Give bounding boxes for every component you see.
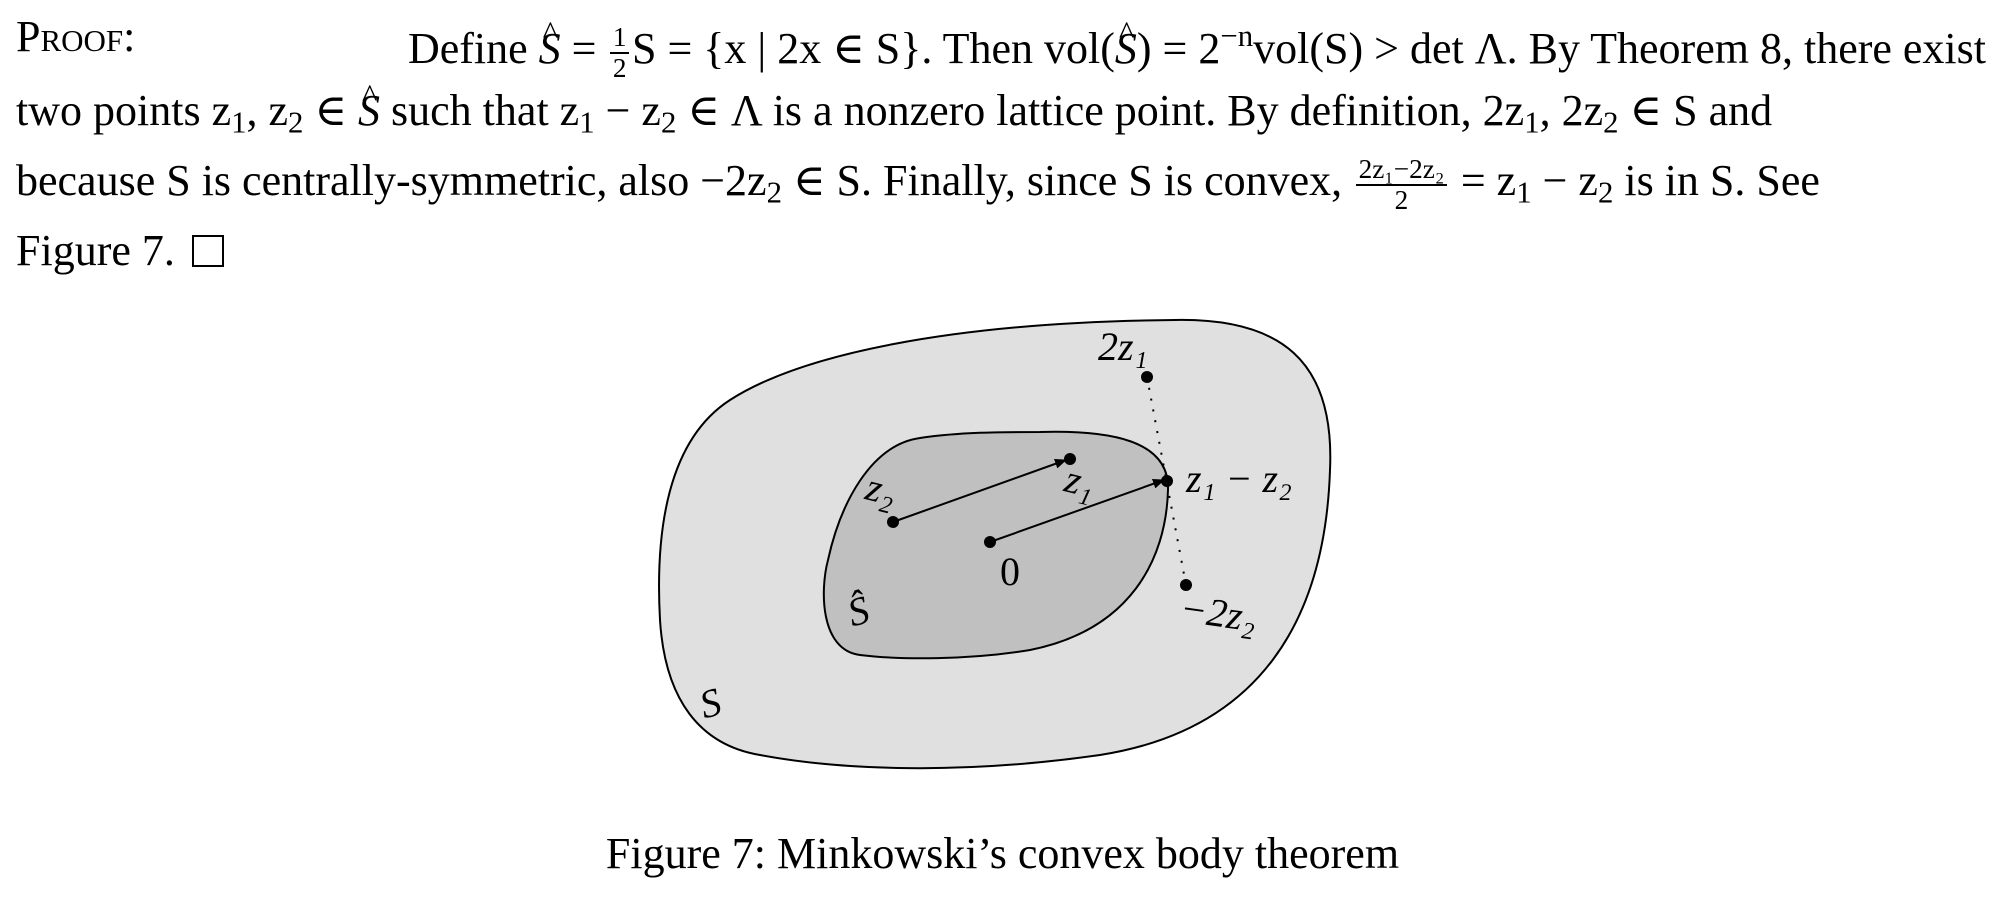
proof-line-1: Proof: Define S = 12S = {x | 2x ∈ S}. Th… [16,6,1986,82]
proof-label: Proof: [16,12,136,61]
point-origin [984,536,996,548]
inner-convex-body-S-hat [822,430,1170,660]
point-z1 [1064,453,1076,465]
label-2z1: 2z₁ [1098,324,1147,369]
proof-line-4: Figure 7. [16,222,1986,279]
point-minus-2z2 [1180,579,1192,591]
arrow-origin-to-diff [989,478,1165,543]
point-z2 [887,516,899,528]
label-z1-minus-z2: z₁ − z₂ [1185,456,1292,501]
point-2z1 [1141,371,1153,383]
qed-box-icon [191,234,224,267]
proof-paragraph: Proof: Define S = 12S = {x | 2x ∈ S}. Th… [16,6,1986,279]
proof-line-3: because S is centrally-symmetric, also −… [16,154,1820,216]
point-z1-minus-z2 [1161,475,1173,487]
dotted-segment [1146,376,1187,586]
proof-line-2: two points z1, z2 ∈ S such that z1 − z2 … [16,69,1986,152]
arrow-z2-to-z1 [892,459,1067,523]
figure-caption: Figure 7: Minkowski’s convex body theore… [605,829,1400,878]
label-minus-2z2: −2z₂ [1177,585,1259,640]
label-origin: 0 [1000,549,1020,594]
